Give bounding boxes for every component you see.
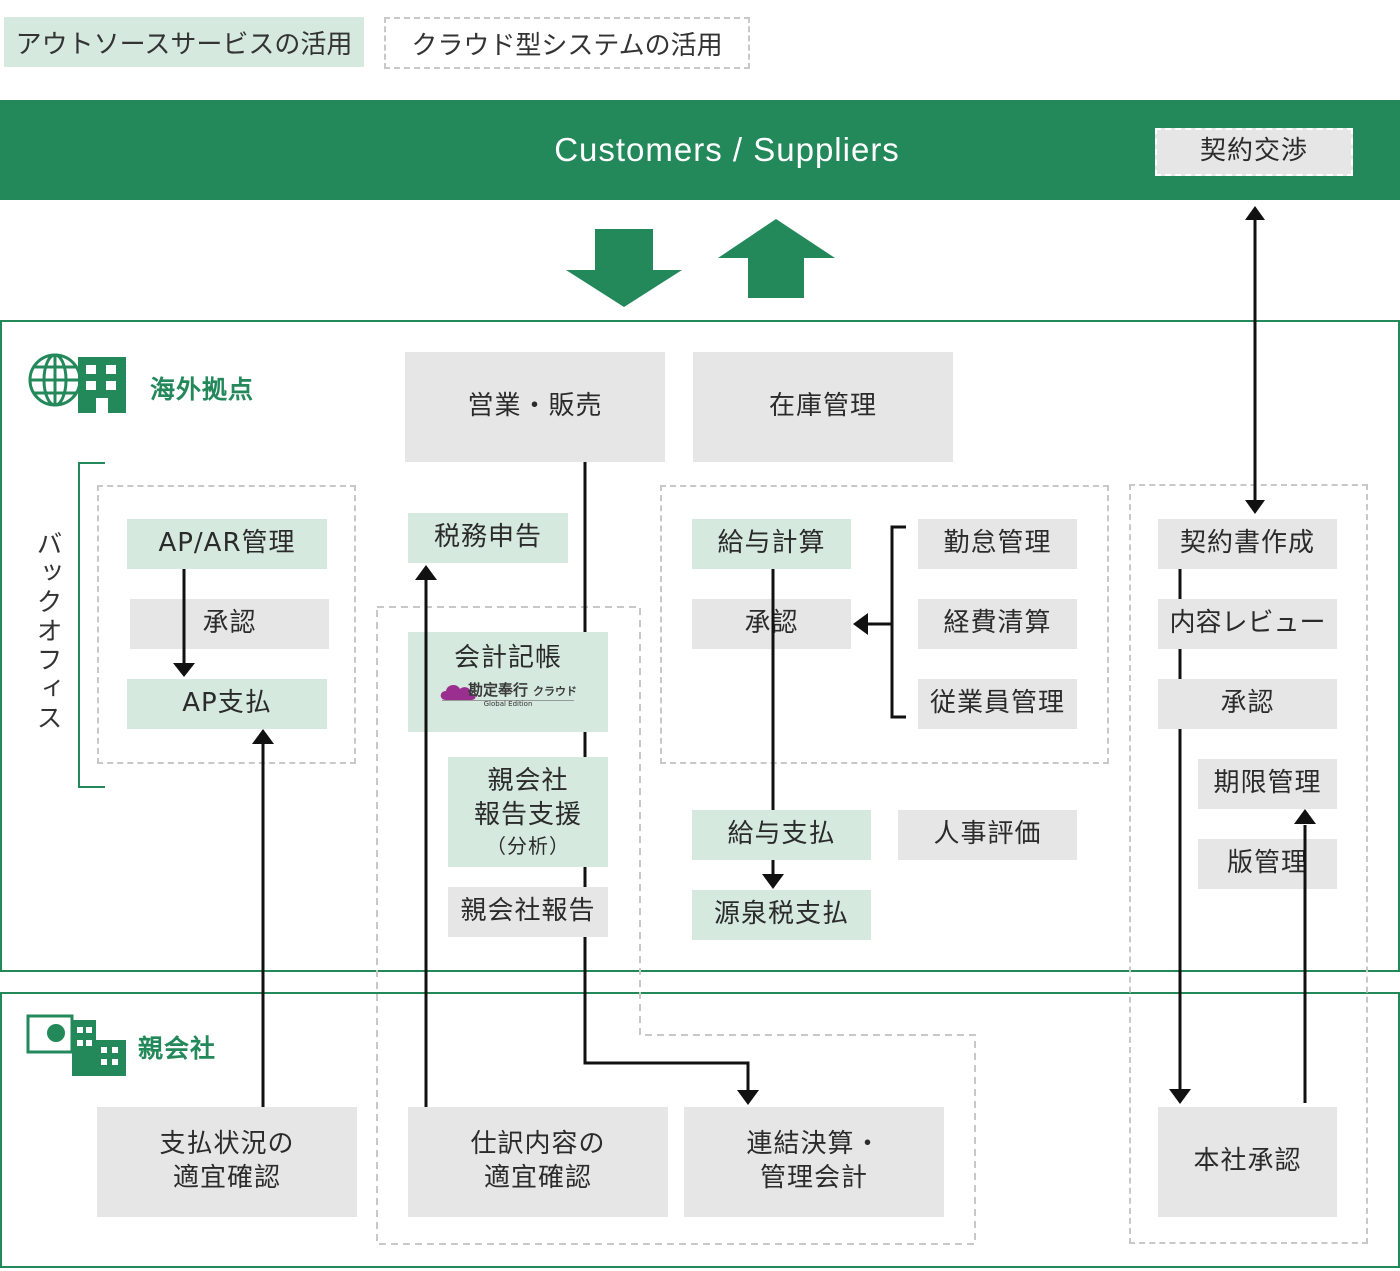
contract-approval-label: 承認 xyxy=(1220,688,1275,719)
logo-main-text: 勘定奉行 xyxy=(468,680,529,699)
report-support-box: 親会社 報告支援 （分析） xyxy=(448,757,608,867)
logo-divider xyxy=(442,699,574,701)
hr-bracket xyxy=(890,525,906,719)
backoffice-label: バックオフィス xyxy=(32,530,62,733)
tax-arrow xyxy=(415,565,437,580)
ap-approval-arrow xyxy=(173,663,195,677)
ap-approval-label: 承認 xyxy=(202,608,257,639)
report-support-line2: 報告支援 xyxy=(473,800,582,830)
negotiation-arrow-up xyxy=(1245,206,1265,220)
up-arrow xyxy=(718,219,835,298)
ap-payment-box: AP支払 xyxy=(127,679,327,729)
contract-create-box: 契約書作成 xyxy=(1158,519,1337,569)
attendance-box: 勤怠管理 xyxy=(918,519,1077,569)
hr-approval-arrow xyxy=(853,613,868,635)
legend-cloud-label: クラウド型システムの活用 xyxy=(411,30,723,61)
payroll-calc-label: 給与計算 xyxy=(717,528,826,559)
ap-ar-label: AP/AR管理 xyxy=(158,528,296,559)
expense-label: 経費清算 xyxy=(943,608,1052,639)
kanjo-bugyo-logo: 勘定奉行 クラウド Global Edition xyxy=(438,678,578,708)
sales-label: 営業・販売 xyxy=(467,391,603,422)
consolidation-arrow xyxy=(737,1090,759,1105)
legend-outsource: アウトソースサービスの活用 xyxy=(4,17,364,67)
overseas-frame xyxy=(0,320,1400,972)
negotiation-label: 契約交渉 xyxy=(1199,136,1308,167)
bookkeeping-label: 会計記帳 xyxy=(453,643,562,673)
logo-sub-text: クラウド xyxy=(533,684,577,698)
employee-label: 従業員管理 xyxy=(929,688,1065,719)
contract-create-label: 契約書作成 xyxy=(1179,528,1315,559)
negotiation-arrow-down xyxy=(1245,500,1265,514)
payment-check-box: 支払状況の 適宜確認 xyxy=(97,1107,357,1217)
evaluation-label: 人事評価 xyxy=(933,819,1042,850)
deadline-box: 期限管理 xyxy=(1198,759,1337,809)
negotiation-box: 契約交渉 xyxy=(1155,128,1353,176)
hq-approval-box: 本社承認 xyxy=(1158,1107,1337,1217)
consolidation-line1: 連結決算・ xyxy=(746,1129,882,1160)
cloud-region-ap xyxy=(97,485,356,764)
hr-approval-label: 承認 xyxy=(744,608,799,639)
evaluation-box: 人事評価 xyxy=(898,810,1077,860)
sales-box: 営業・販売 xyxy=(405,352,665,462)
attendance-label: 勤怠管理 xyxy=(943,528,1052,559)
ap-pay-arrow xyxy=(252,729,274,744)
content-review-label: 内容レビュー xyxy=(1169,608,1326,639)
down-arrow xyxy=(566,229,682,307)
legend-cloud: クラウド型システムの活用 xyxy=(384,17,750,69)
journal-check-line1: 仕訳内容の xyxy=(470,1129,606,1160)
report-support-line3: （分析） xyxy=(486,833,570,858)
consolidation-box: 連結決算・ 管理会計 xyxy=(684,1107,944,1217)
tax-box: 税務申告 xyxy=(408,513,568,563)
hq-approval-label: 本社承認 xyxy=(1193,1146,1302,1177)
contract-approval-box: 承認 xyxy=(1158,679,1337,729)
withholding-arrow xyxy=(762,874,784,889)
payroll-pay-label: 給与支払 xyxy=(727,819,836,850)
expense-box: 経費清算 xyxy=(918,599,1077,649)
legend-outsource-label: アウトソースサービスの活用 xyxy=(15,29,353,60)
deadline-label: 期限管理 xyxy=(1213,768,1322,799)
version-label: 版管理 xyxy=(1226,848,1308,879)
deadline-arrow xyxy=(1294,809,1316,824)
parent-report-box: 親会社報告 xyxy=(448,887,608,937)
cloud-region-contract xyxy=(1129,484,1368,1244)
ap-ar-box: AP/AR管理 xyxy=(127,519,327,569)
parent-report-label: 親会社報告 xyxy=(460,896,596,927)
journal-check-line2: 適宜確認 xyxy=(483,1163,592,1193)
cloud-logo-icon xyxy=(440,684,476,700)
withholding-label: 源泉税支払 xyxy=(713,899,849,930)
report-support-line1: 親会社 xyxy=(487,766,569,797)
payment-check-line2: 適宜確認 xyxy=(172,1163,281,1193)
employee-box: 従業員管理 xyxy=(918,679,1077,729)
hq-approval-arrow xyxy=(1169,1089,1191,1104)
version-box: 版管理 xyxy=(1198,839,1337,889)
inventory-label: 在庫管理 xyxy=(768,391,877,422)
ap-approval-box: 承認 xyxy=(130,599,329,649)
bookkeeping-box: 会計記帳 勘定奉行 クラウド Global Edition xyxy=(408,632,608,732)
inventory-box: 在庫管理 xyxy=(693,352,953,462)
consolidation-line2: 管理会計 xyxy=(759,1163,868,1193)
journal-check-box: 仕訳内容の 適宜確認 xyxy=(408,1107,668,1217)
parent-label: 親会社 xyxy=(138,1034,217,1063)
payment-check-line1: 支払状況の xyxy=(159,1129,295,1160)
payroll-pay-box: 給与支払 xyxy=(692,810,871,860)
ap-payment-label: AP支払 xyxy=(182,688,272,719)
payroll-calc-box: 給与計算 xyxy=(692,519,851,569)
sales-to-consolidation-line xyxy=(583,462,750,1093)
logo-caption-text: Global Edition xyxy=(483,699,533,708)
parent-frame xyxy=(0,992,1400,1268)
banner-title: Customers / Suppliers xyxy=(554,131,900,168)
content-review-box: 内容レビュー xyxy=(1158,599,1337,649)
overseas-label: 海外拠点 xyxy=(150,375,255,404)
withholding-box: 源泉税支払 xyxy=(692,890,871,940)
tax-label: 税務申告 xyxy=(433,522,542,553)
cloud-region-hr xyxy=(660,485,1109,764)
